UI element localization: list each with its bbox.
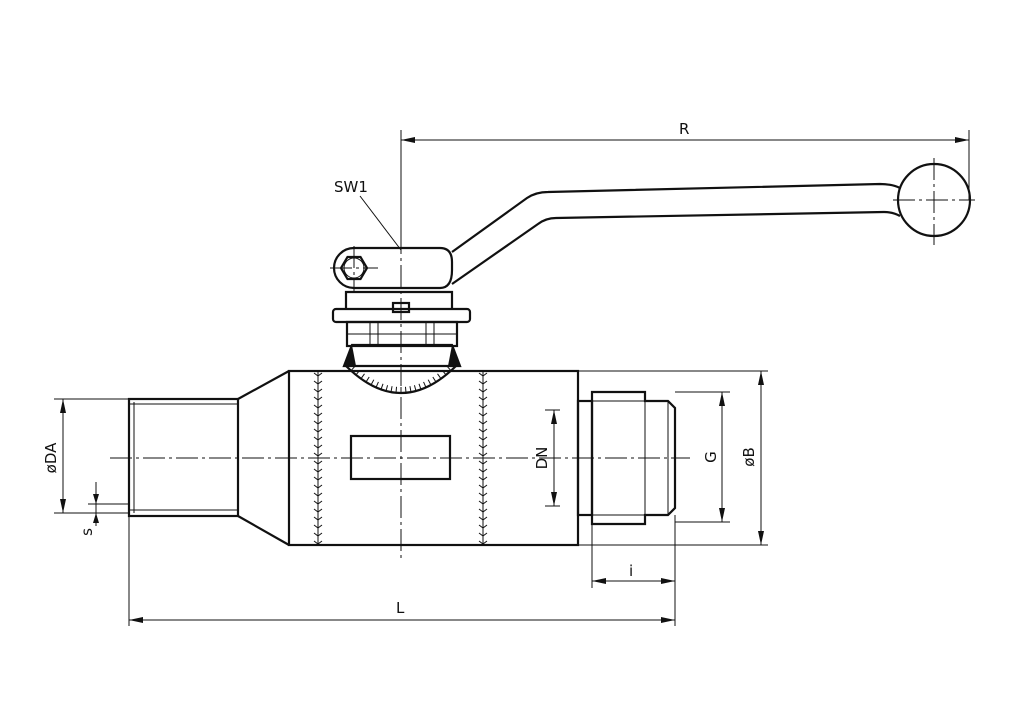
weld-tick [478, 428, 488, 433]
label-da: øDA [42, 442, 60, 473]
knurl-tick [385, 385, 389, 392]
label-dn: DN [533, 447, 551, 470]
weld-tick [313, 436, 323, 441]
knurl-tick [350, 365, 356, 372]
weld-tick [313, 380, 323, 385]
weld-tick [478, 444, 488, 449]
weld-tick [313, 452, 323, 457]
weld-tick [313, 476, 323, 481]
weld-tick [313, 532, 323, 537]
knurl-tick [413, 385, 417, 392]
label-b: øB [740, 447, 758, 466]
dimension-l: L [128, 516, 675, 626]
weld-tick [478, 460, 488, 465]
knurl-tick [360, 373, 365, 380]
weld-tick [313, 428, 323, 433]
dimension-b: øB [578, 370, 768, 546]
knurl-tick [390, 386, 393, 393]
weld-tick [478, 524, 488, 529]
lever-handle [332, 162, 972, 290]
knurl-tick [437, 373, 442, 380]
weld-tick [478, 452, 488, 457]
knurl-tick [404, 386, 407, 393]
weld-tick [478, 404, 488, 409]
label-g: G [702, 451, 720, 463]
weld-tick [313, 484, 323, 489]
dimension-g: G [675, 391, 730, 523]
weld-tick [313, 460, 323, 465]
weld-tick [313, 492, 323, 497]
reducer-cone [237, 370, 290, 546]
weld-tick [478, 436, 488, 441]
weld-tick [478, 468, 488, 473]
weld-tick [478, 516, 488, 521]
label-l: L [396, 599, 405, 617]
knurl-tick [380, 383, 384, 390]
knurl-tick [409, 386, 412, 393]
weld-tick [478, 508, 488, 513]
weld-tick [478, 484, 488, 489]
weld-tick [313, 540, 323, 545]
weld-tick [313, 372, 323, 377]
weld-tick [478, 372, 488, 377]
knurl-tick [423, 381, 427, 388]
weld-tick [313, 516, 323, 521]
knurl-tick [446, 365, 452, 372]
knurl-tick [375, 381, 379, 388]
dimension-dn: DN [533, 409, 560, 507]
weld-tick [478, 540, 488, 545]
knurl-tick [427, 379, 432, 386]
knurl-tick [418, 383, 422, 390]
weld-tick [313, 388, 323, 393]
label-r: R [679, 120, 689, 138]
label-sw1: SW1 [334, 178, 368, 196]
weld-tick [313, 508, 323, 513]
weld-tick [478, 420, 488, 425]
weld-tick [478, 500, 488, 505]
dimension-da: øDA [42, 398, 129, 514]
weld-tick [313, 396, 323, 401]
weld-tick [478, 396, 488, 401]
knurl-tick [441, 369, 447, 376]
knurl-tick [395, 386, 398, 393]
weld-tick [478, 388, 488, 393]
threaded-end [576, 390, 677, 526]
dimension-i: i [591, 515, 676, 626]
weld-tick [313, 444, 323, 449]
weld-tick [478, 492, 488, 497]
weld-tick [313, 468, 323, 473]
knurl-tick [370, 379, 375, 386]
weld-tick [313, 404, 323, 409]
weld-tick [313, 500, 323, 505]
weld-tick [313, 524, 323, 529]
knurl-tick [432, 376, 437, 383]
weld-tick [478, 412, 488, 417]
label-s: s [78, 528, 96, 536]
weld-tick [313, 420, 323, 425]
handle-flange [331, 290, 472, 324]
leader-sw1: SW1 [334, 178, 402, 251]
label-i: i [629, 562, 633, 580]
weld-tick [478, 476, 488, 481]
weld-tick [478, 532, 488, 537]
stem-housing [342, 320, 462, 395]
weld-end-pipe [127, 397, 240, 518]
weld-tick [313, 412, 323, 417]
weld-tick [478, 380, 488, 385]
dimension-s: s [78, 482, 129, 536]
dimension-r: R [400, 120, 970, 248]
center-lines [110, 158, 975, 560]
knurl-tick [365, 376, 370, 383]
knurl-tick [355, 369, 361, 376]
